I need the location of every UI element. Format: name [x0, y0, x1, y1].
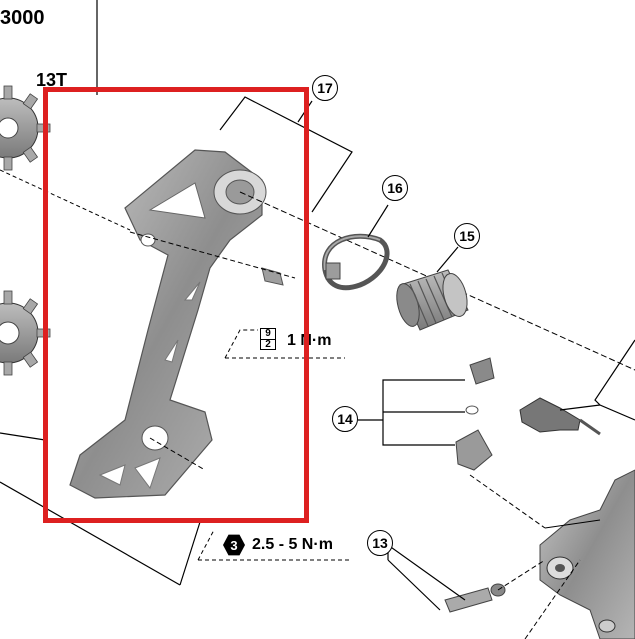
frame-line	[0, 481, 181, 586]
callout-16: 16	[382, 175, 408, 201]
model-number-fragment: 3000	[0, 7, 45, 29]
fixing-band	[322, 233, 390, 291]
pivot-pin	[261, 267, 284, 286]
derailleur-body	[539, 469, 635, 639]
axle-bolt	[444, 583, 506, 613]
frame-line	[0, 432, 46, 441]
callout-15: 15	[454, 223, 480, 249]
callout-13: 13	[367, 530, 393, 556]
callout-14: 14	[332, 406, 358, 432]
adjusting-bolt-set	[455, 357, 495, 471]
cable-adjuster	[519, 397, 601, 436]
torque-spec-upper: 1 N·m	[287, 332, 332, 349]
hex-wrench-icon: 3	[223, 534, 245, 556]
sprocket-lower	[0, 290, 51, 376]
torque-spec-lower: 2.5 - 5 N·m	[252, 536, 333, 553]
sprocket-teeth-label: 13T	[36, 70, 68, 90]
spring-bushing	[396, 269, 469, 331]
hex-key-size-icon: 9 2	[260, 328, 276, 350]
callout-17: 17	[312, 75, 338, 101]
frame-line	[179, 521, 201, 586]
highlight-box	[43, 87, 309, 523]
